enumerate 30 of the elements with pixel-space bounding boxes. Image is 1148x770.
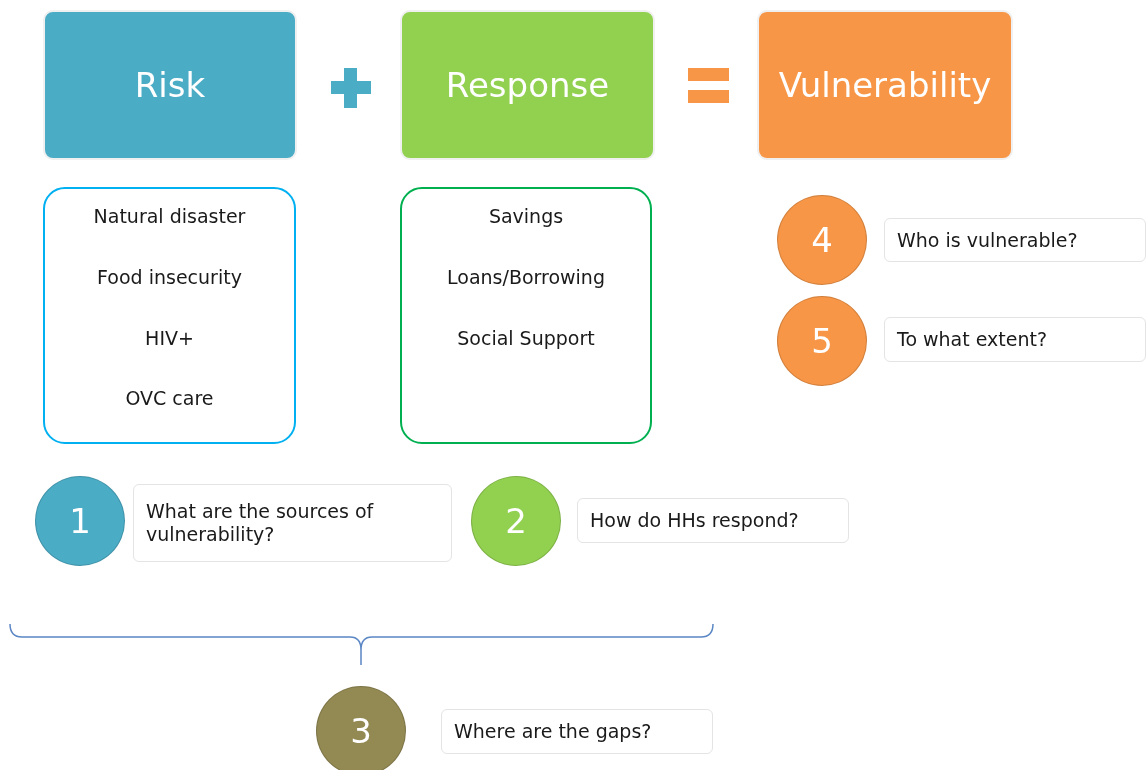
label-text: 5 (811, 320, 833, 362)
label-text: To what extent? (897, 328, 1048, 351)
list-box (43, 187, 296, 444)
label-text: Risk (134, 64, 206, 106)
label-text: OVC care (125, 387, 214, 411)
label-text: Vulnerability (778, 64, 992, 106)
question-box (577, 498, 849, 543)
label-text: Loans/Borrowing (447, 265, 605, 289)
list-box (400, 187, 652, 444)
label-text: What are the sources of vulnerability? (146, 500, 375, 546)
title-box (757, 10, 1013, 160)
label-text: How do HHs respond? (590, 509, 799, 532)
label-text: Where are the gaps? (454, 720, 652, 743)
label-text: Natural disaster (93, 205, 246, 228)
label-text: Social Support (457, 326, 595, 350)
label-text: 4 (811, 219, 833, 261)
label-text: 1 (69, 500, 91, 542)
title-box (400, 10, 655, 160)
question-box (441, 709, 713, 754)
label-text: Who is vulnerable? (897, 228, 1078, 252)
title-box (43, 10, 297, 160)
label-text: Food insecurity (97, 265, 242, 289)
label-text: Response (445, 64, 610, 106)
question-box (884, 218, 1146, 262)
label-text: 3 (350, 710, 372, 752)
label-text: Savings (488, 205, 564, 228)
question-box (884, 317, 1146, 362)
question-box (133, 484, 452, 562)
label-text: 2 (505, 500, 527, 542)
label-text: HIV+ (145, 326, 194, 350)
